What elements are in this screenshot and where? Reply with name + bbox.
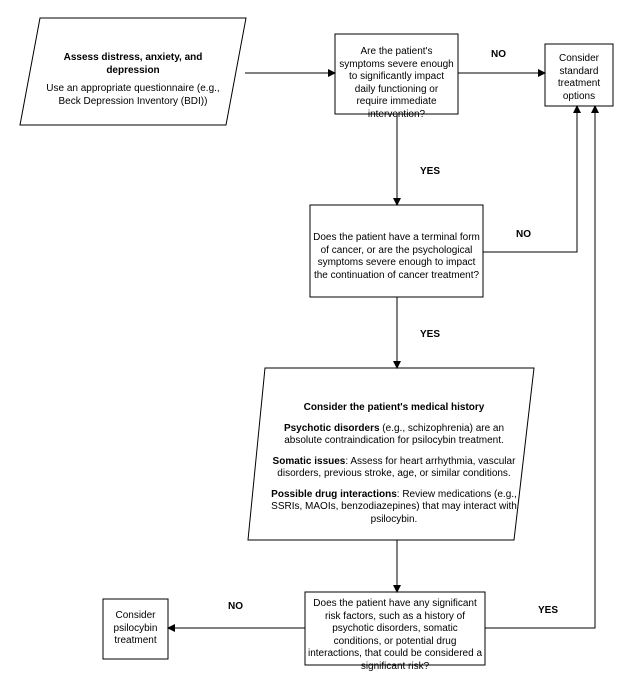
history-item-psychotic: Psychotic disorders (e.g., schizophrenia… bbox=[265, 423, 523, 448]
history-item3-text: : Review medications (e.g., SSRIs, MAOIs… bbox=[271, 488, 517, 525]
edge-label-terminal-no: NO bbox=[516, 229, 531, 240]
q-severe-text: Are the patient's symptoms severe enough… bbox=[339, 46, 454, 120]
q-terminal-shape bbox=[309, 204, 484, 298]
history-title: Consider the patient's medical history bbox=[303, 402, 485, 413]
edge-label-risk-yes: YES bbox=[538, 605, 559, 616]
assess-box: Assess distress, anxiety, and depression… bbox=[40, 52, 226, 108]
assess-shape bbox=[19, 17, 247, 126]
history-item3-label: Possible drug interactions bbox=[271, 488, 397, 500]
history-item-drug: Possible drug interactions: Review medic… bbox=[265, 489, 523, 527]
assess-body: Use an appropriate questionnaire (e.g., … bbox=[46, 83, 220, 107]
history-item1-text: (e.g., schizophrenia) are an absolute co… bbox=[284, 422, 505, 447]
history-item2-text: : Assess for heart arrhythmia, vascular … bbox=[277, 455, 516, 480]
edge-risk-yes bbox=[485, 105, 599, 629]
history-shape bbox=[247, 367, 535, 541]
psilocybin-text: Consider psilocybin treatment bbox=[113, 610, 158, 646]
history-item2-label: Somatic issues bbox=[272, 455, 346, 467]
standard-text: Consider standard treatment options bbox=[557, 53, 601, 102]
standard-box: Consider standard treatment options bbox=[547, 53, 611, 103]
q-severe-shape bbox=[334, 33, 459, 115]
psilocybin-box: Consider psilocybin treatment bbox=[105, 610, 166, 648]
edge-terminal-no bbox=[483, 105, 581, 253]
psilocybin-shape bbox=[102, 598, 169, 660]
assess-title: Assess distress, anxiety, and depression bbox=[63, 52, 203, 76]
edge-label-terminal-yes: YES bbox=[420, 329, 441, 340]
history-box: Consider the patient's medical history P… bbox=[265, 402, 523, 526]
q-severe-box: Are the patient's symptoms severe enough… bbox=[338, 46, 455, 121]
q-risk-text: Does the patient have any significant ri… bbox=[308, 598, 482, 672]
q-terminal-text: Does the patient have a terminal form of… bbox=[313, 232, 480, 281]
q-risk-box: Does the patient have any significant ri… bbox=[308, 598, 482, 673]
history-item1-label: Psychotic disorders bbox=[283, 422, 380, 434]
edge-label-risk-no: NO bbox=[228, 601, 243, 612]
edge-label-severe-yes: YES bbox=[420, 166, 441, 177]
q-terminal-box: Does the patient have a terminal form of… bbox=[313, 232, 480, 282]
edge-label-severe-no: NO bbox=[491, 49, 506, 60]
history-item-somatic: Somatic issues: Assess for heart arrhyth… bbox=[265, 456, 523, 481]
